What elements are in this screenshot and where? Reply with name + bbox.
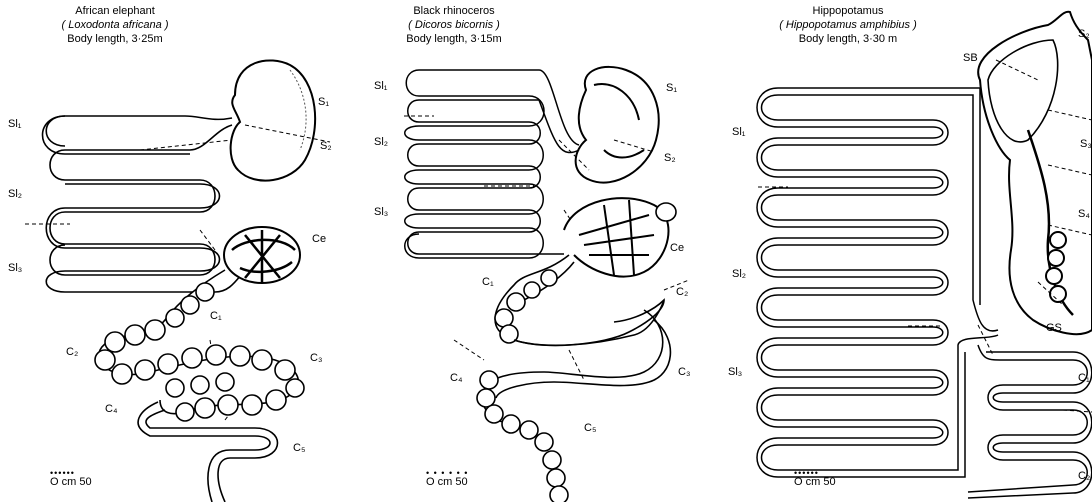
- hippo-small-intestine: [757, 88, 998, 477]
- rhino-cecum: [564, 198, 676, 276]
- hippo-stomach: [978, 12, 1092, 334]
- elephant-stomach: [231, 60, 316, 180]
- hippo-scale-label: O cm 50: [794, 476, 836, 488]
- elephant-scale-label: O cm 50: [50, 476, 92, 488]
- panel-rhino: Black rhinoceros ( Dicoros bicornis ) Bo…: [364, 0, 728, 502]
- hippo-label-c1: C₁: [1078, 372, 1090, 384]
- elephant-label-sl1: Sl₁: [8, 118, 22, 130]
- panel-elephant: African elephant ( Loxodonta africana ) …: [0, 0, 364, 502]
- hippo-label-gs: GS: [1046, 322, 1062, 334]
- elephant-label-c2: C₂: [66, 346, 78, 358]
- hippo-label-sl3: Sl₃: [728, 366, 742, 378]
- rhino-label-c5: C₅: [584, 422, 596, 434]
- rhino-label-s2: S₂: [664, 152, 676, 164]
- hippo-gut-drawing: [728, 0, 1092, 502]
- rhino-label-ce: Ce: [670, 242, 684, 254]
- elephant-label-sl3: Sl₃: [8, 262, 22, 274]
- elephant-label-sl2: Sl₂: [8, 188, 22, 200]
- rhino-label-c4: C₄: [450, 372, 462, 384]
- rhino-label-sl2: Sl₂: [374, 136, 388, 148]
- elephant-label-c5: C₅: [293, 442, 305, 454]
- elephant-scale-bar: •••••• O cm 50: [50, 470, 92, 488]
- elephant-label-c1: C₁: [210, 310, 222, 322]
- rhino-scale-bar: • • • • • • O cm 50: [426, 470, 468, 488]
- elephant-label-c4: C₄: [105, 403, 117, 415]
- hippo-colon: [968, 345, 1092, 498]
- rhino-label-sl3: Sl₃: [374, 206, 388, 218]
- rhino-large-colon: [477, 255, 670, 502]
- rhino-scale-label: O cm 50: [426, 476, 468, 488]
- rhino-label-sl1: Sl₁: [374, 80, 388, 92]
- hippo-label-sl2: Sl₂: [732, 268, 746, 280]
- elephant-label-s1: S₁: [318, 96, 329, 108]
- elephant-cecum: [224, 227, 300, 283]
- elephant-label-s2: S₂: [320, 140, 332, 152]
- rhino-small-intestine: [405, 70, 579, 258]
- hippo-label-s4: S₄: [1078, 208, 1090, 220]
- rhino-stomach: [576, 67, 659, 183]
- elephant-gut-drawing: [0, 0, 364, 502]
- rhino-label-c1: C₁: [482, 276, 494, 288]
- elephant-label-ce: Ce: [312, 233, 326, 245]
- hippo-label-sl1: Sl₁: [732, 126, 746, 138]
- elephant-small-intestine: [43, 116, 256, 292]
- hippo-label-c2: C₂: [1078, 470, 1090, 482]
- hippo-scale-bar: •••••• O cm 50: [794, 470, 836, 488]
- panel-hippo: Hippopotamus ( Hippopotamus amphibius ) …: [728, 0, 1092, 502]
- rhino-label-c3: C₃: [678, 366, 690, 378]
- hippo-label-s2: S₂: [1078, 28, 1090, 40]
- hippo-label-sb: SB: [963, 52, 978, 64]
- rhino-label-s1: S₁: [666, 82, 677, 94]
- hippo-label-s3: S₃: [1080, 138, 1092, 150]
- elephant-label-c3: C₃: [310, 352, 322, 364]
- rhino-label-c2: C₂: [676, 286, 688, 298]
